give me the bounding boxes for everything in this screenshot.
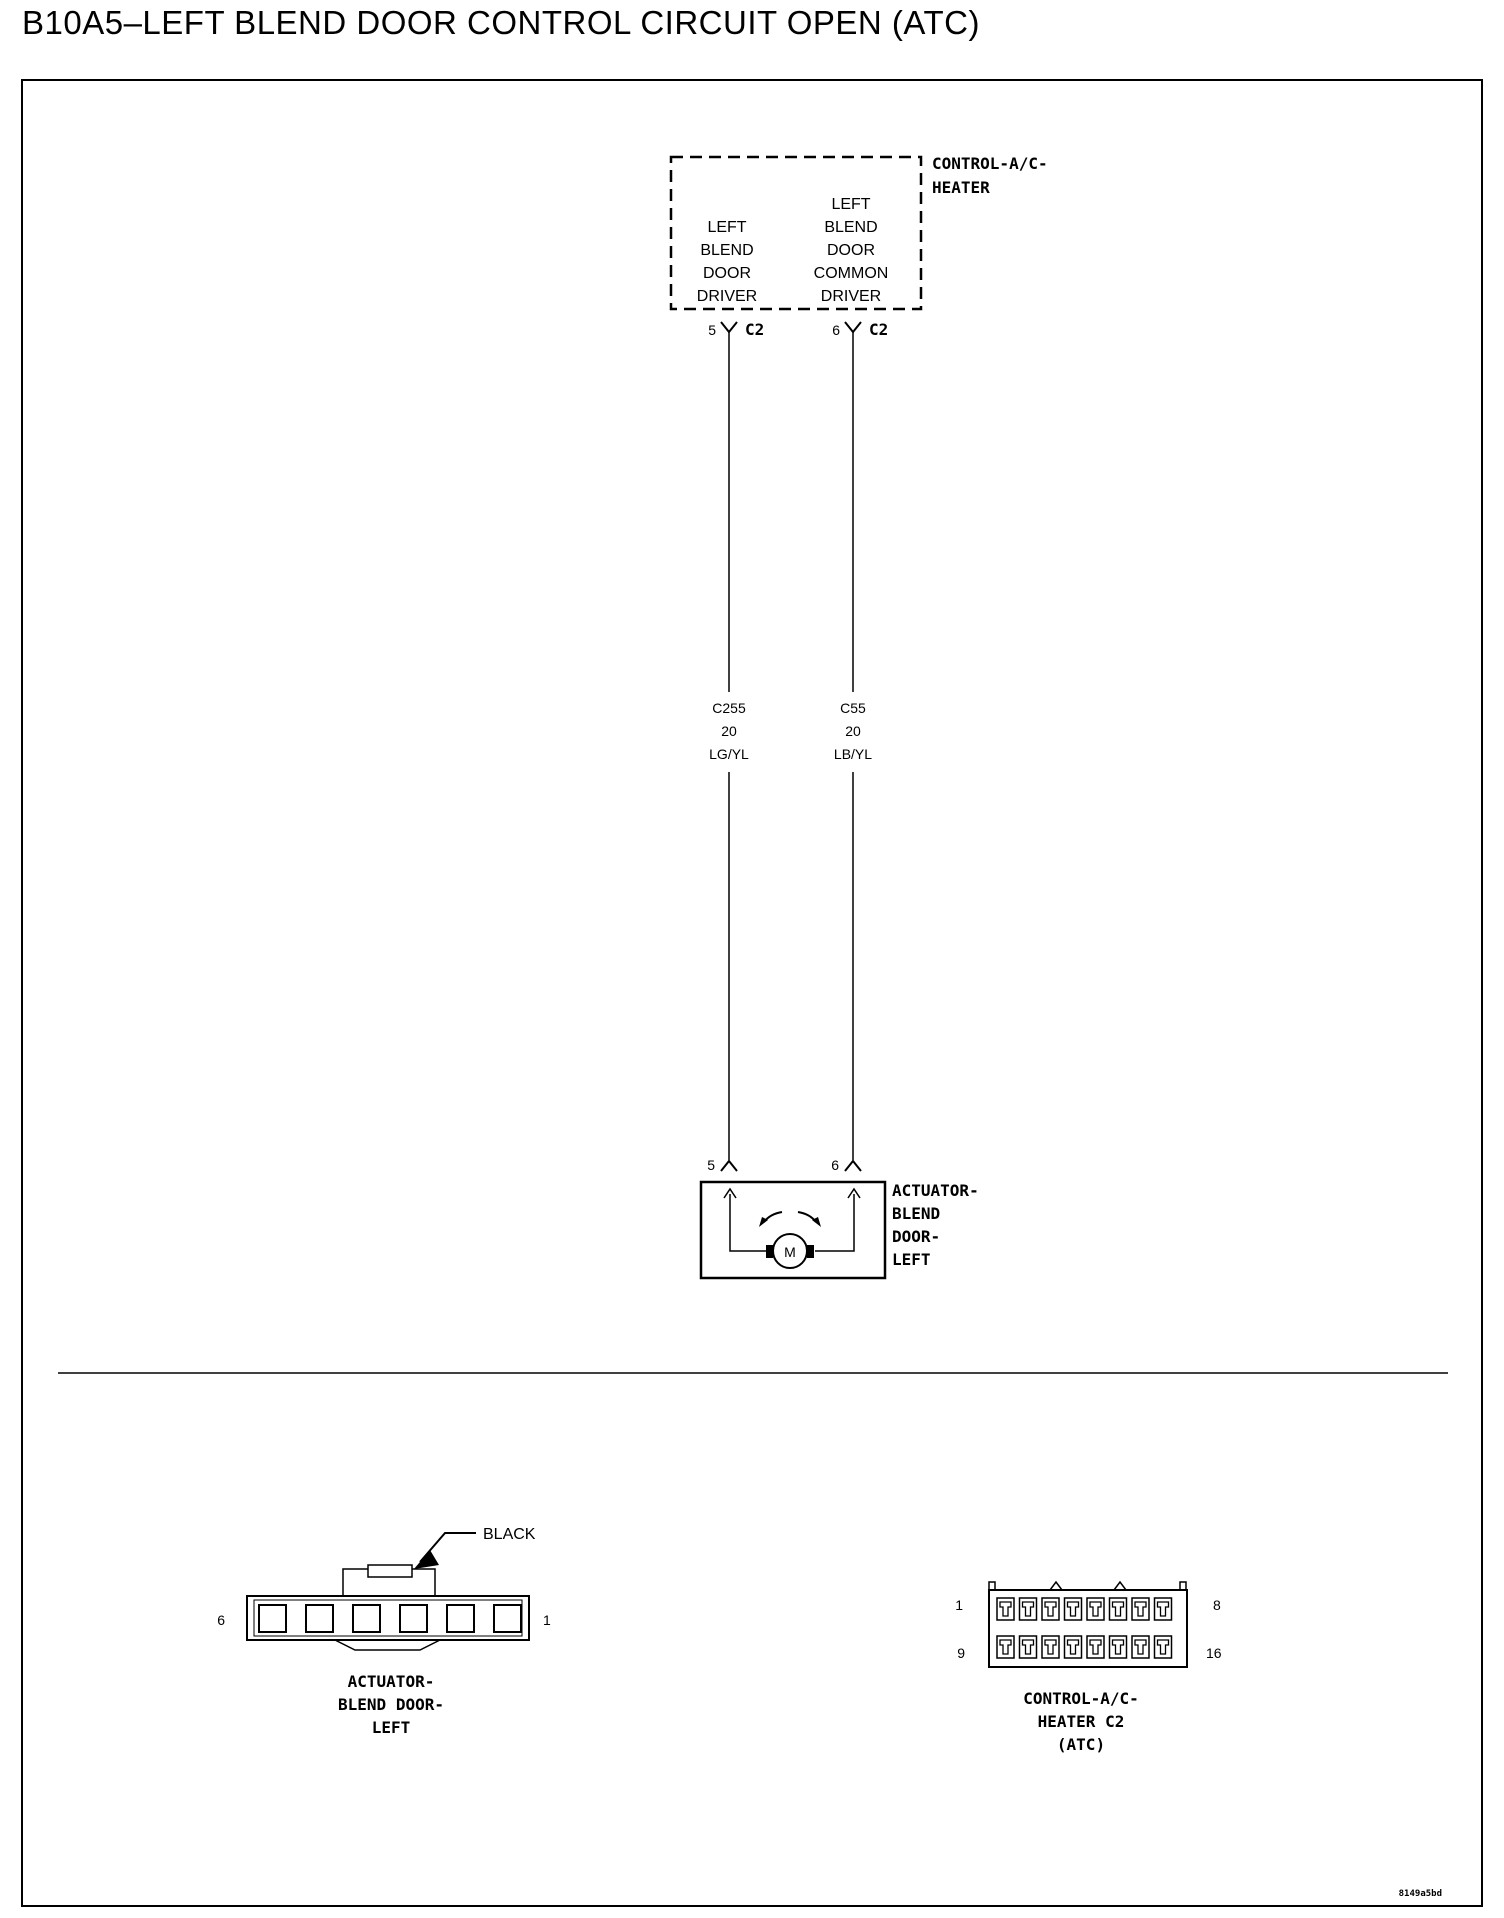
actuator-housing [699, 1180, 887, 1280]
actuator-connector-body [246, 1595, 530, 1641]
connector-cavity [1153, 1635, 1173, 1659]
actuator-blend-door-left: 5 6 M ACTUATOR- BLEND DOOR- L [699, 1157, 979, 1280]
wire-c55-color: LB/YL [834, 746, 872, 762]
connector-cavity [1086, 1635, 1105, 1659]
figure-code: 8149a5bd [1399, 1889, 1442, 1899]
module-dashed-box [669, 155, 923, 311]
pin5-label-line: LEFT [707, 219, 746, 236]
wire-c55-circuit: C55 [840, 700, 866, 716]
module-connector-pin-bottom-left: 9 [957, 1645, 965, 1661]
connector-cavity [1131, 1635, 1150, 1659]
module-connector-name-line: HEATER C2 [1038, 1712, 1125, 1731]
pin6-label-line: DOOR [827, 242, 875, 259]
actuator-connector-name-line: ACTUATOR- [348, 1672, 435, 1691]
wire-c255-gauge: 20 [721, 723, 737, 739]
actuator-name-line: LEFT [892, 1250, 931, 1269]
connector-cavity [1131, 1597, 1150, 1621]
actuator-connector-view: BLACK 6 1 ACTUATOR- BLEND DOOR- LEFT [217, 1526, 551, 1737]
connector-color-label: BLACK [483, 1526, 536, 1543]
wire-c55: C55 20 LB/YL [834, 332, 872, 1160]
motor-label: M [784, 1244, 796, 1260]
connector-cavity [1063, 1597, 1083, 1621]
connector-cavity [1018, 1635, 1038, 1659]
module-pin5-function-label: LEFT BLEND DOOR DRIVER [697, 219, 757, 305]
actuator-connector-pin-right: 1 [543, 1612, 551, 1628]
module-connector-name-line: CONTROL-A/C- [1023, 1689, 1139, 1708]
module-pin6-connector: C2 [869, 320, 888, 339]
module-connector-pin-top-left: 1 [955, 1597, 963, 1613]
wire-c255-color: LG/YL [709, 746, 749, 762]
connector-cavity [1108, 1597, 1128, 1621]
wire-c55-gauge: 20 [845, 723, 861, 739]
module-connector-pin-top-right: 8 [1213, 1597, 1221, 1613]
actuator-connector-pin-left: 6 [217, 1612, 225, 1628]
module-pin5-terminal: 5 C2 [708, 320, 764, 339]
actuator-name-line: ACTUATOR- [892, 1181, 979, 1200]
pin5-label-line: DOOR [703, 265, 751, 282]
connector-cavity [1153, 1597, 1173, 1621]
actuator-name-line: BLEND [892, 1204, 940, 1223]
connector-cavity [996, 1635, 1015, 1659]
module-pin6-terminal: 6 C2 [832, 320, 888, 339]
pin6-label-line: DRIVER [821, 288, 881, 305]
actuator-pin6-terminal: 6 [831, 1157, 862, 1173]
module-name-line2: HEATER [932, 178, 990, 197]
wire-c255: C255 20 LG/YL [709, 332, 749, 1160]
module-pin6-function-label: LEFT BLEND DOOR COMMON DRIVER [814, 196, 889, 305]
module-connector-body [988, 1589, 1188, 1668]
actuator-connector-name-line: LEFT [372, 1718, 411, 1737]
module-connector-name-line: (ATC) [1057, 1735, 1105, 1754]
connector-cavity [996, 1597, 1015, 1621]
module-connector-cavities [996, 1597, 1173, 1659]
module-name-line1: CONTROL-A/C- [932, 154, 1048, 173]
actuator-connector-name-line: BLEND DOOR- [338, 1695, 444, 1714]
actuator-pin6-number: 6 [831, 1157, 839, 1173]
pin6-label-line: LEFT [831, 196, 870, 213]
module-pin6-number: 6 [832, 322, 840, 338]
pin5-label-line: BLEND [700, 242, 753, 259]
module-control-ac-heater: CONTROL-A/C- HEATER LEFT BLEND DOOR DRIV… [669, 154, 1048, 339]
connector-cavity [1086, 1597, 1105, 1621]
actuator-pin5-number: 5 [707, 1157, 715, 1173]
module-pin5-number: 5 [708, 322, 716, 338]
module-pin5-connector: C2 [745, 320, 764, 339]
actuator-pin5-terminal: 5 [707, 1157, 738, 1173]
page-title: B10A5–LEFT BLEND DOOR CONTROL CIRCUIT OP… [22, 4, 980, 41]
connector-cavity [1041, 1635, 1060, 1659]
diagram-frame [21, 79, 1483, 1907]
pin5-label-line: DRIVER [697, 288, 757, 305]
module-connector-view: 1 8 9 16 CONTROL-A/C- HEATER C2 (ATC) [955, 1580, 1222, 1754]
module-connector-pin-bottom-right: 16 [1206, 1645, 1222, 1661]
connector-cavity [1018, 1597, 1038, 1621]
connector-cavity [1108, 1635, 1128, 1659]
wire-c255-circuit: C255 [712, 700, 746, 716]
actuator-name-line: DOOR- [892, 1227, 940, 1246]
connector-cavity [1041, 1597, 1060, 1621]
pin6-label-line: BLEND [824, 219, 877, 236]
motor-icon: M [766, 1233, 814, 1269]
rotation-arrows-icon [759, 1211, 821, 1227]
connector-cavity [1063, 1635, 1083, 1659]
pin6-label-line: COMMON [814, 265, 889, 282]
